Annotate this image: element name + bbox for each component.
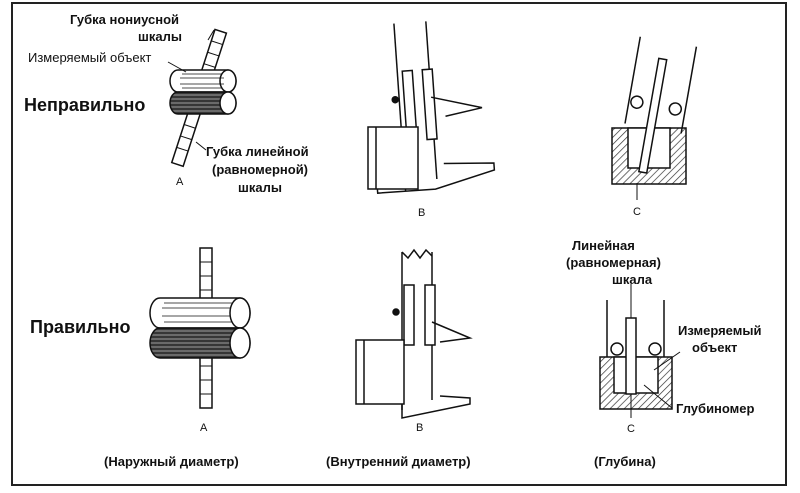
label-measured-object-right-2: объект (692, 340, 737, 355)
label-linear-scale-2: (равномерная) (566, 255, 661, 270)
leader-lines (167, 29, 215, 151)
letter-b-top: B (418, 207, 425, 219)
letter-c-bottom: C (627, 423, 635, 435)
caption-depth: (Глубина) (594, 454, 656, 469)
label-linear-scale-3: шкала (612, 272, 653, 287)
letter-a-bottom: A (200, 422, 208, 434)
letter-a-top: A (176, 176, 184, 188)
figure-b-correct (355, 248, 473, 419)
letter-b-bottom: B (416, 422, 423, 434)
label-depth-gauge: Глубиномер (676, 401, 755, 416)
label-main-jaw-3: шкалы (238, 180, 282, 195)
figure-b-wrong (367, 21, 496, 194)
caption-outer-diameter: (Наружный диаметр) (104, 454, 239, 469)
figure-c-wrong (611, 36, 698, 200)
label-measured-object-right-1: Измеряемый (678, 323, 761, 338)
figure-a-wrong (169, 28, 237, 168)
figure-c-correct (599, 284, 681, 418)
label-wrong: Неправильно (24, 95, 145, 115)
label-linear-scale-1: Линейная (572, 238, 635, 253)
caption-inner-diameter: (Внутренний диаметр) (326, 454, 471, 469)
figure-a-correct (149, 247, 251, 409)
label-vernier-jaw-1: Губка нониусной (70, 12, 179, 27)
label-vernier-jaw-2: шкалы (138, 29, 182, 44)
label-measured-object-top: Измеряемый объект (28, 50, 151, 65)
label-correct: Правильно (30, 317, 130, 337)
label-main-jaw-2: (равномерной) (212, 162, 308, 177)
diagram-frame (11, 2, 787, 486)
letter-c-top: C (633, 206, 641, 218)
label-main-jaw-1: Губка линейной (206, 144, 309, 159)
